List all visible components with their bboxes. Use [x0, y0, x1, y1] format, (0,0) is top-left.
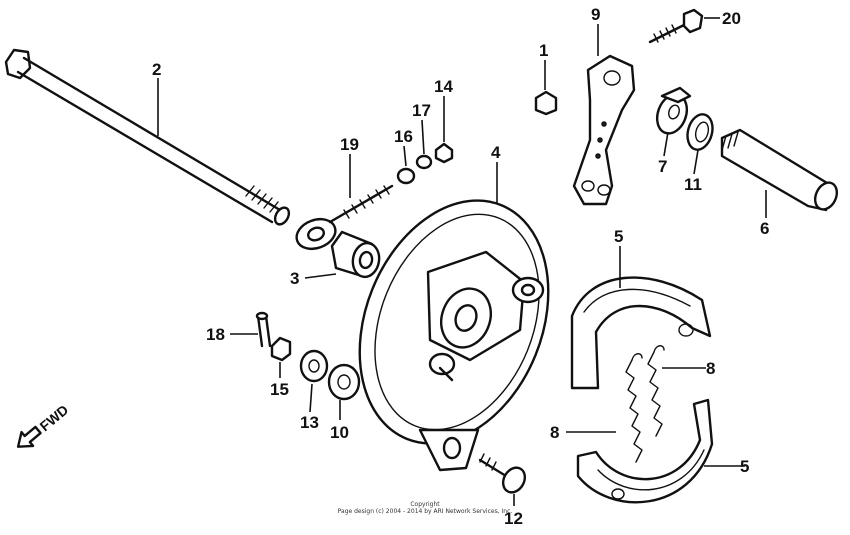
part-springs [625, 345, 665, 463]
part-shoe-lower [576, 398, 714, 504]
callout-3: 3 [290, 269, 299, 288]
part-bolt-12 [478, 453, 527, 494]
part-bolt-20 [648, 8, 704, 44]
fwd-arrow-icon: FWD [16, 402, 72, 448]
callout-9: 9 [591, 5, 600, 24]
part-axle [4, 48, 291, 226]
callout-14: 14 [434, 77, 453, 96]
fwd-label: FWD [37, 402, 72, 435]
part-camshaft [720, 128, 839, 212]
part-nut-10 [327, 363, 361, 401]
callout-5-upper: 5 [614, 227, 623, 246]
callout-13: 13 [300, 413, 319, 432]
part-nut-14 [434, 142, 454, 164]
callout-8-right: 8 [706, 359, 715, 378]
callout-10: 10 [330, 423, 349, 442]
callout-7: 7 [658, 157, 667, 176]
callout-17: 17 [412, 101, 431, 120]
callout-8-left: 8 [550, 423, 559, 442]
callout-11: 11 [684, 175, 702, 194]
callout-6: 6 [760, 219, 769, 238]
callout-12: 12 [504, 509, 523, 528]
callout-4: 4 [491, 143, 501, 162]
callout-19: 19 [340, 135, 359, 154]
part-nut-1 [534, 90, 558, 116]
copyright-line-2: Page design (c) 2004 - 2014 by ARI Netwo… [338, 508, 513, 515]
callout-18: 18 [206, 325, 225, 344]
part-nut-15 [270, 336, 292, 362]
leader-lines [157, 17, 767, 506]
callout-15: 15 [270, 380, 289, 399]
part-seal-11 [686, 113, 714, 151]
part-brake-panel [358, 199, 550, 472]
part-plate-7 [655, 86, 692, 135]
part-brake-arm [572, 54, 636, 206]
part-shoe-upper [570, 276, 712, 390]
callout-1: 1 [539, 41, 548, 60]
callout-20: 20 [722, 9, 741, 28]
copyright-notice: Copyright Page design (c) 2004 - 2014 by… [338, 501, 513, 515]
part-rod [295, 184, 394, 251]
callout-5-lower: 5 [740, 457, 749, 476]
callout-numbers: 1 2 3 4 5 5 6 7 8 8 9 10 11 12 13 14 15 … [152, 5, 769, 528]
part-washer-16 [396, 167, 416, 185]
part-collar [330, 230, 381, 279]
part-cotter-pin [255, 311, 272, 348]
copyright-line-1: Copyright [410, 501, 440, 508]
callout-2: 2 [152, 60, 161, 79]
callout-16: 16 [394, 127, 413, 146]
part-washer-13 [299, 349, 329, 383]
part-washer-17 [415, 154, 433, 170]
